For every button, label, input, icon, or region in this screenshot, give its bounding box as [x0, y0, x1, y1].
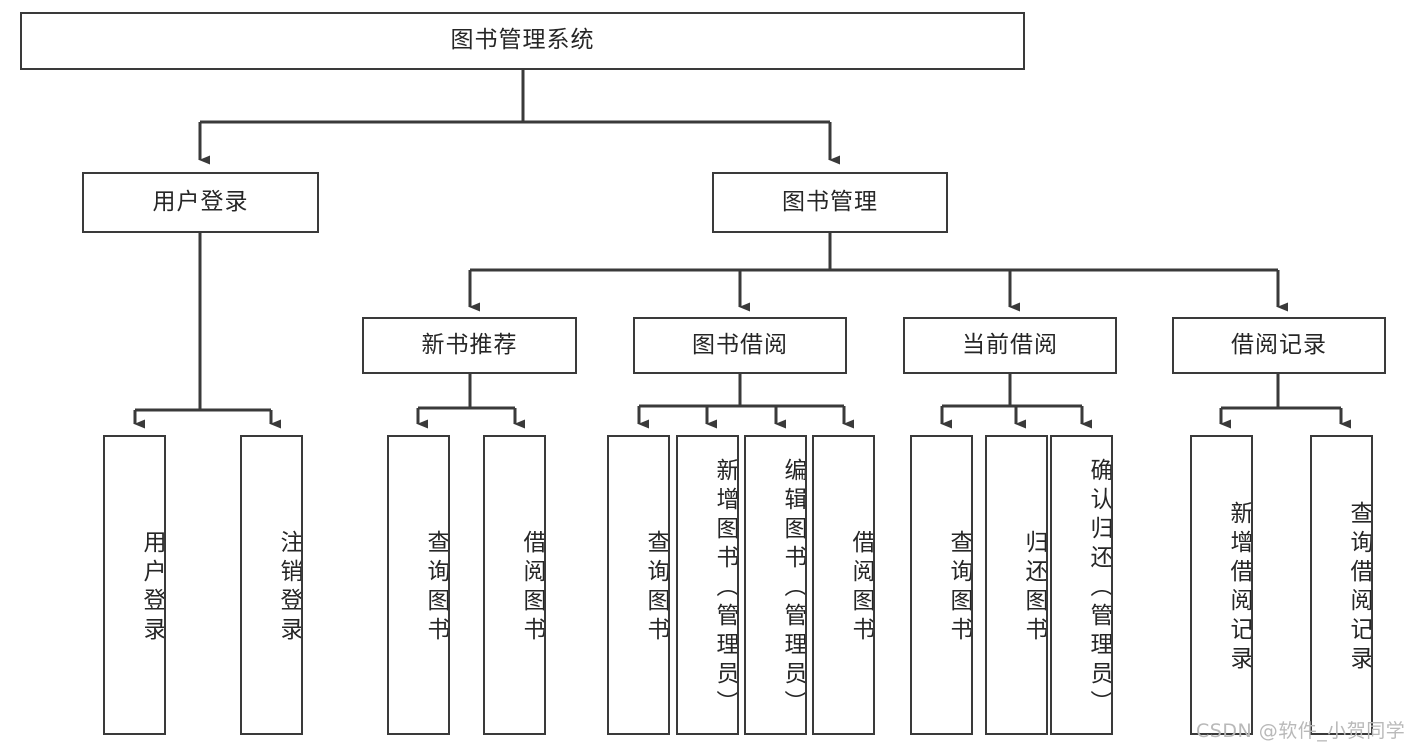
node-leaf-edit-book-admin-label: 编辑图书（管理员） — [780, 457, 806, 719]
node-book-management-label: 图书管理 — [782, 188, 878, 215]
node-borrow-record-label: 借阅记录 — [1231, 331, 1327, 358]
node-leaf-user-logout[interactable]: 注销登录 — [240, 435, 303, 735]
node-leaf-return-book-label: 归还图书 — [1021, 530, 1047, 646]
node-leaf-query-book-borrow[interactable]: 查询图书 — [607, 435, 670, 735]
node-leaf-query-borrow-record-label: 查询借阅记录 — [1346, 501, 1372, 675]
node-root-label: 图书管理系统 — [450, 27, 595, 54]
node-borrow-record[interactable]: 借阅记录 — [1172, 317, 1386, 374]
node-current-borrow[interactable]: 当前借阅 — [903, 317, 1117, 374]
node-user-login[interactable]: 用户登录 — [82, 172, 319, 233]
node-leaf-return-book[interactable]: 归还图书 — [985, 435, 1048, 735]
node-leaf-add-book-admin-label: 新增图书（管理员） — [712, 457, 738, 719]
node-leaf-borrow-book-label: 借阅图书 — [848, 530, 874, 646]
node-leaf-confirm-return-admin[interactable]: 确认归还（管理员） — [1050, 435, 1113, 735]
node-leaf-confirm-return-admin-label: 确认归还（管理员） — [1086, 457, 1112, 719]
node-current-borrow-label: 当前借阅 — [962, 331, 1058, 358]
node-leaf-add-book-admin[interactable]: 新增图书（管理员） — [676, 435, 739, 735]
node-new-book-recommend-label: 新书推荐 — [421, 331, 518, 358]
node-leaf-add-borrow-record-label: 新增借阅记录 — [1226, 501, 1252, 675]
node-leaf-query-book-recommend-label: 查询图书 — [423, 530, 449, 646]
node-leaf-borrow-book-recommend[interactable]: 借阅图书 — [483, 435, 546, 735]
csdn-watermark: CSDN @软件_小贺同学 — [1196, 720, 1405, 742]
node-root[interactable]: 图书管理系统 — [20, 12, 1025, 70]
node-leaf-query-book-current-label: 查询图书 — [946, 530, 972, 646]
node-book-borrow[interactable]: 图书借阅 — [633, 317, 847, 374]
node-leaf-borrow-book[interactable]: 借阅图书 — [812, 435, 875, 735]
node-leaf-query-book-current[interactable]: 查询图书 — [910, 435, 973, 735]
node-leaf-query-borrow-record[interactable]: 查询借阅记录 — [1310, 435, 1373, 735]
node-leaf-query-book-borrow-label: 查询图书 — [643, 530, 669, 646]
node-leaf-borrow-book-recommend-label: 借阅图书 — [519, 530, 545, 646]
node-book-management[interactable]: 图书管理 — [712, 172, 948, 233]
node-leaf-add-borrow-record[interactable]: 新增借阅记录 — [1190, 435, 1253, 735]
node-leaf-query-book-recommend[interactable]: 查询图书 — [387, 435, 450, 735]
node-leaf-user-login[interactable]: 用户登录 — [103, 435, 166, 735]
node-leaf-edit-book-admin[interactable]: 编辑图书（管理员） — [744, 435, 807, 735]
node-leaf-user-logout-label: 注销登录 — [276, 530, 302, 646]
node-new-book-recommend[interactable]: 新书推荐 — [362, 317, 577, 374]
node-leaf-user-login-label: 用户登录 — [139, 530, 165, 646]
node-user-login-label: 用户登录 — [152, 188, 249, 215]
node-book-borrow-label: 图书借阅 — [692, 331, 788, 358]
